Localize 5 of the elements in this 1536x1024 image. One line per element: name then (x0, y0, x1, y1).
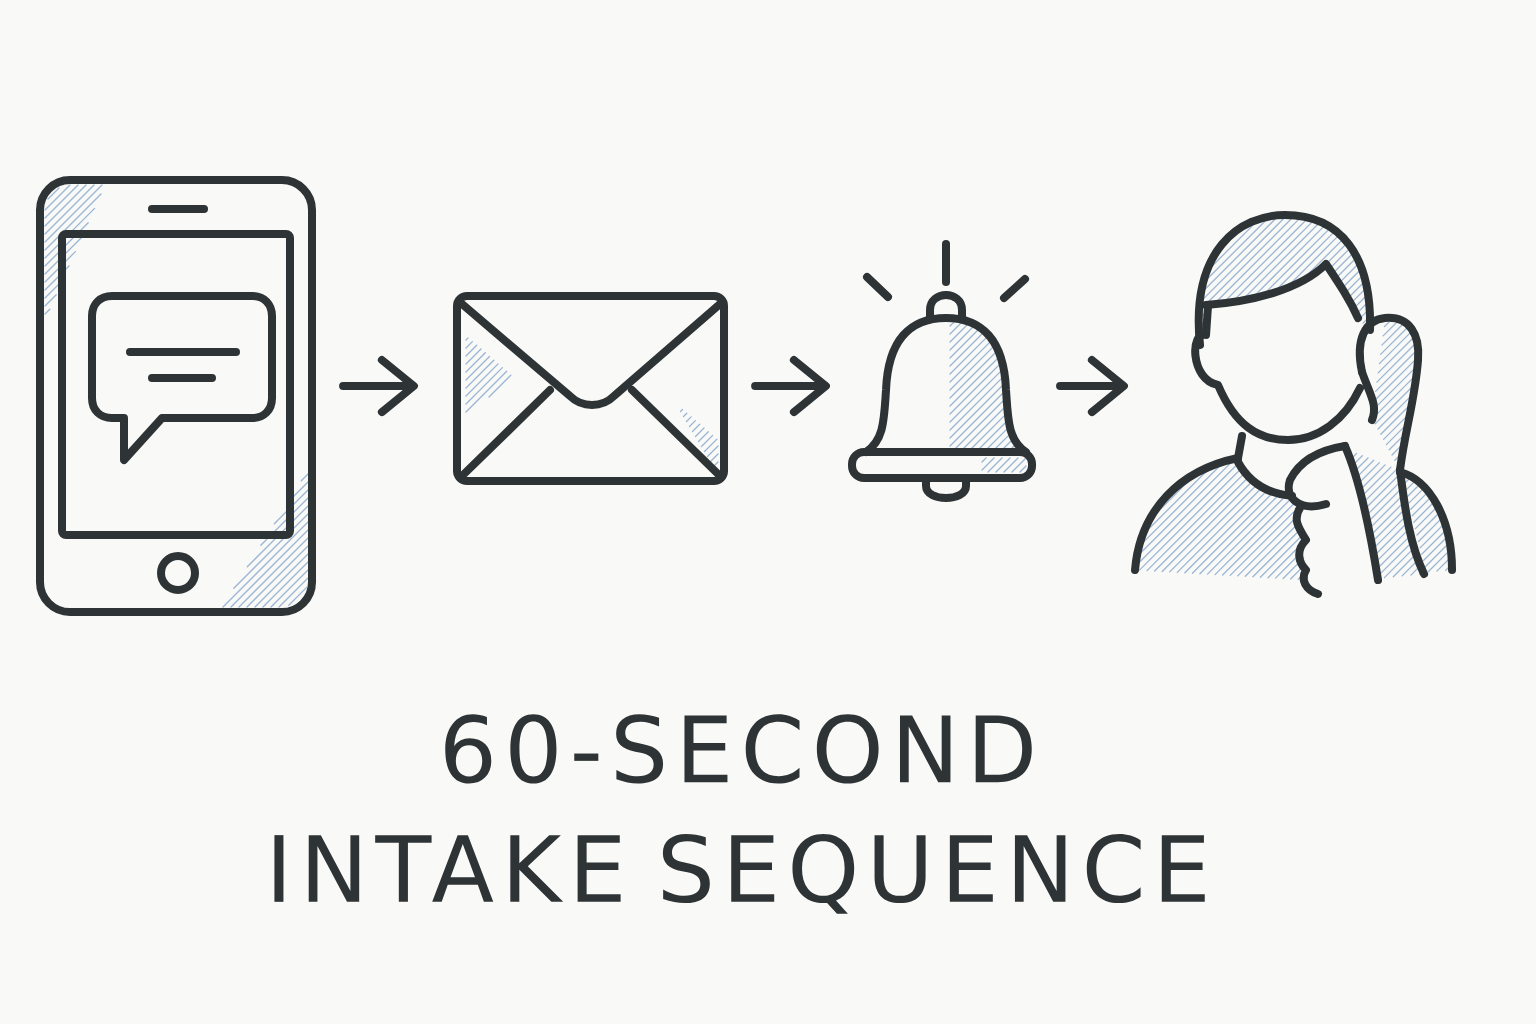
person-on-phone-drawing (1131, 211, 1456, 598)
title: 60-SECOND INTAKE SEQUENCE (274, 714, 1205, 914)
bell-drawing (848, 240, 1036, 502)
phone-drawing (36, 176, 316, 616)
envelope-drawing (453, 292, 728, 485)
